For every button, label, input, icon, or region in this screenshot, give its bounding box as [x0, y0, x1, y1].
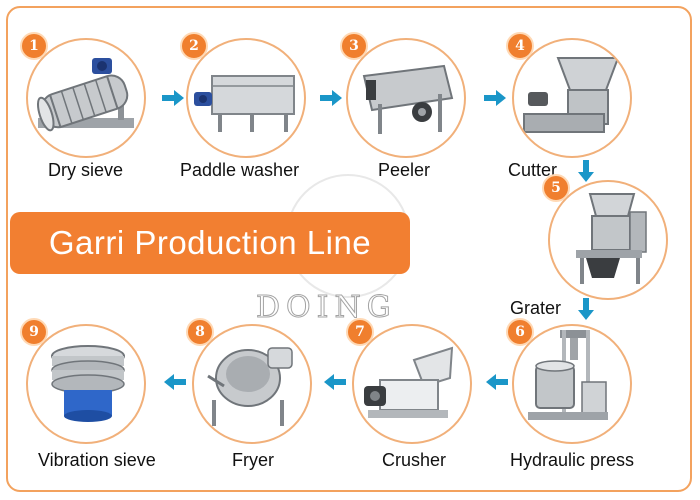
- arrow-right-icon: [320, 90, 342, 106]
- station-label: Hydraulic press: [510, 450, 635, 470]
- arrow-down-icon: [578, 160, 594, 182]
- grater-machine-icon: [548, 180, 668, 300]
- step-badge: 8: [186, 318, 214, 346]
- arrow-down-icon: [578, 298, 594, 320]
- step-badge: 7: [346, 318, 374, 346]
- arrow-right-icon: [162, 90, 184, 106]
- station-fryer: 8: [186, 318, 312, 444]
- arrow-left-icon: [324, 374, 346, 390]
- peeling-machine-icon: [346, 38, 466, 158]
- page-title: Garri Production Line: [10, 212, 410, 274]
- station-hydraulic-press: 6: [506, 318, 632, 444]
- arrow-left-icon: [164, 374, 186, 390]
- step-badge: 2: [180, 32, 208, 60]
- station-label: Paddle washer: [180, 160, 300, 180]
- step-badge: 5: [542, 174, 570, 202]
- station-label: Cutter: [508, 160, 558, 180]
- station-crusher: 7: [346, 318, 472, 444]
- station-paddle-washer: 2: [180, 32, 306, 158]
- step-badge: 6: [506, 318, 534, 346]
- arrow-right-icon: [484, 90, 506, 106]
- station-label: Vibration sieve: [38, 450, 156, 470]
- station-vibration-sieve: 9: [20, 318, 146, 444]
- step-badge: 4: [506, 32, 534, 60]
- station-label: Grater: [510, 298, 562, 318]
- watermark-text: DOING: [256, 290, 397, 326]
- step-badge: 3: [340, 32, 368, 60]
- washing-tank-machine-icon: [186, 38, 306, 158]
- drum-sieve-machine-icon: [26, 38, 146, 158]
- hydraulic-press-icon: [512, 324, 632, 444]
- step-badge: 1: [20, 32, 48, 60]
- station-label: Peeler: [378, 160, 431, 180]
- step-badge: 9: [20, 318, 48, 346]
- station-dry-sieve: 1: [20, 32, 146, 158]
- arrow-left-icon: [486, 374, 508, 390]
- station-cutter: 4: [506, 32, 632, 158]
- outer-frame: [6, 6, 692, 492]
- crusher-machine-icon: [352, 324, 472, 444]
- station-label: Crusher: [382, 450, 447, 470]
- station-peeler: 3: [340, 32, 466, 158]
- vibration-sieve-icon: [26, 324, 146, 444]
- station-label: Dry sieve: [48, 160, 124, 180]
- fryer-pan-icon: [192, 324, 312, 444]
- hopper-cutter-machine-icon: [512, 38, 632, 158]
- station-label: Fryer: [232, 450, 274, 470]
- station-grater: 5: [542, 174, 668, 300]
